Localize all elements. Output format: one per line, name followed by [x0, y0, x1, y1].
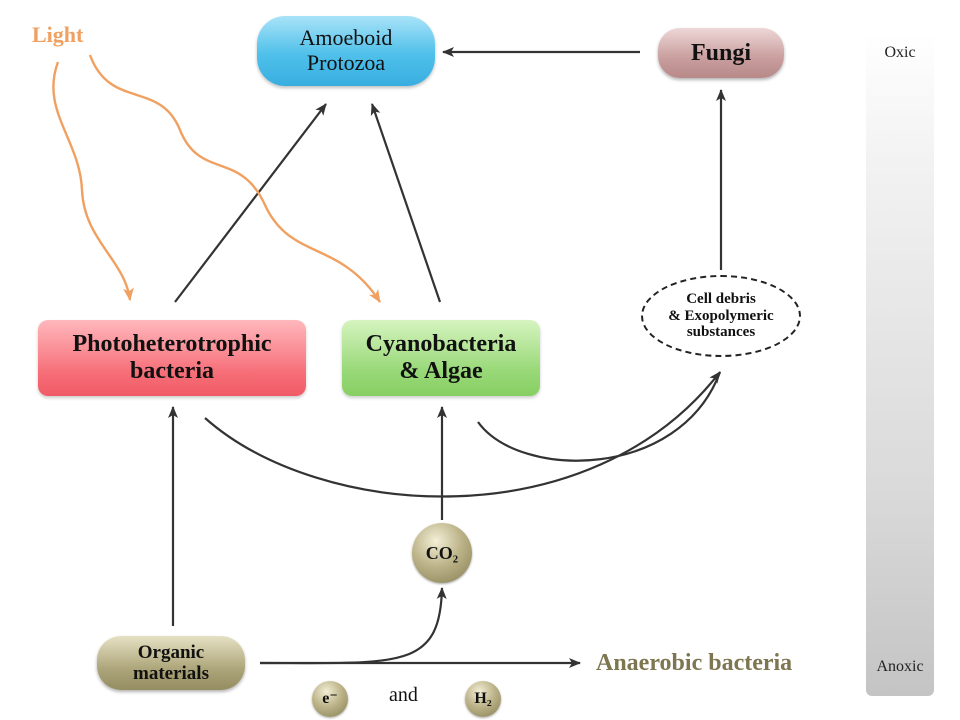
node-label: Fungi: [690, 39, 752, 66]
node-fungi[interactable]: Fungi: [658, 28, 784, 78]
node-electron[interactable]: e⁻: [312, 681, 348, 717]
arrow-photo-to-amoeboid: [174, 103, 327, 303]
arrow-cyano-to-debris: [477, 371, 722, 462]
arrow-organic-to-co2: [259, 587, 447, 665]
and-label: and: [389, 684, 418, 706]
anoxic-label: Anoxic: [876, 658, 924, 675]
anaerobic-bacteria-label: Anaerobic bacteria: [596, 650, 793, 676]
node-h2[interactable]: H₂: [465, 681, 501, 717]
node-label: CO₂: [425, 542, 459, 563]
node-label: e⁻: [322, 690, 338, 708]
node-label: Cyanobacteria & Algae: [365, 331, 517, 384]
node-organic-materials[interactable]: Organic materials: [97, 636, 245, 690]
node-label: Photoheterotrophic bacteria: [72, 331, 272, 384]
node-label: Amoeboid Protozoa: [299, 25, 393, 75]
node-amoeboid-protozoa[interactable]: Amoeboid Protozoa: [257, 16, 435, 86]
oxic-anoxic-gradient-bar: Oxic Anoxic: [866, 32, 934, 696]
node-label: H₂: [474, 690, 492, 708]
light-ray-to-cyano: [88, 54, 382, 303]
node-co2[interactable]: CO₂: [412, 523, 472, 583]
node-cyanobacteria-algae[interactable]: Cyanobacteria & Algae: [342, 320, 540, 396]
arrow-photo-to-debris: [204, 371, 721, 498]
node-photoheterotrophic-bacteria[interactable]: Photoheterotrophic bacteria: [38, 320, 306, 396]
node-cell-debris[interactable]: Cell debris & Exopolymeric substances: [641, 275, 801, 357]
light-ray-to-photo: [52, 61, 134, 302]
node-label: Organic materials: [133, 641, 209, 684]
light-label: Light: [32, 22, 84, 47]
arrow-cyano-to-amoeboid: [370, 103, 442, 303]
oxic-label: Oxic: [884, 44, 916, 61]
node-label: Cell debris & Exopolymeric substances: [668, 290, 774, 341]
